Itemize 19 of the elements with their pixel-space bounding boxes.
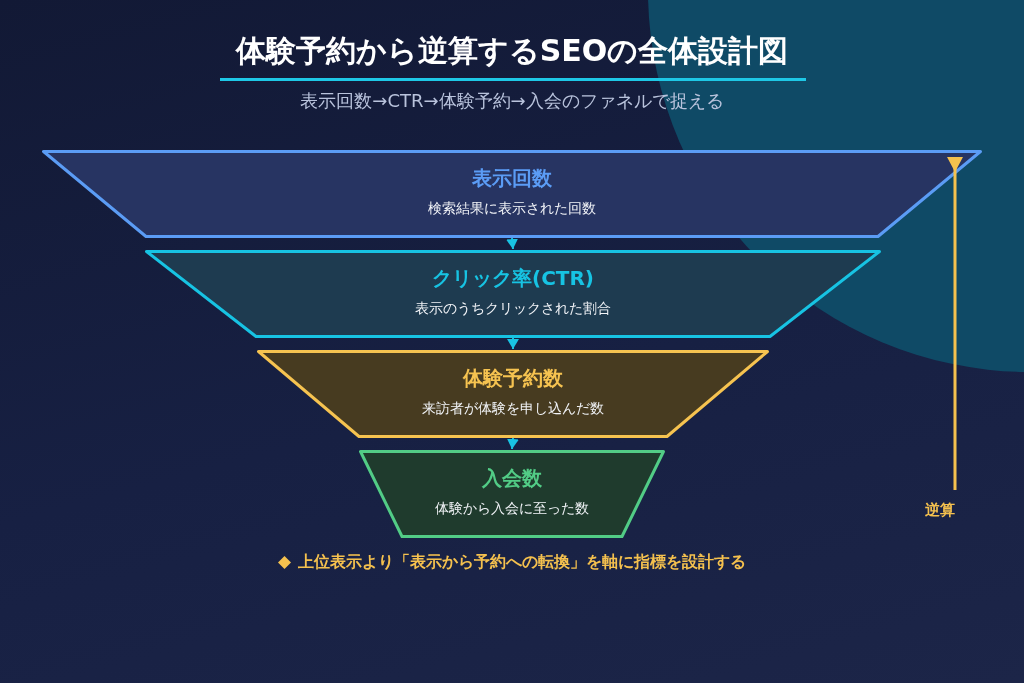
title: 体験予約から逆算するSEOの全体設計図: [235, 33, 789, 69]
funnel-stage: [359, 450, 665, 538]
flow-arrow: [507, 337, 519, 350]
stage-title: 表示回数: [472, 165, 552, 191]
stage-title: 入会数: [482, 465, 542, 491]
flow-arrow: [506, 437, 519, 450]
subtitle: 表示回数→CTR→体験予約→入会のファネルで捉える: [300, 90, 724, 112]
stage-description: 検索結果に表示された回数: [428, 199, 596, 218]
stage-title: クリック率(CTR): [432, 265, 594, 291]
stage-description: 表示のうちクリックされた割合: [415, 299, 611, 318]
stage-description: 来訪者が体験を申し込んだ数: [422, 399, 604, 418]
stage-description: 体験から入会に至った数: [435, 499, 589, 518]
direction-label: 逆算: [925, 500, 955, 521]
funnel-stage: [145, 250, 881, 338]
flow-arrow: [506, 237, 519, 250]
funnel-stage: [42, 150, 982, 238]
note-text: 上位表示より「表示から予約への転換」を軸に指標を設計する: [298, 552, 746, 573]
funnel-stage: [257, 350, 769, 438]
stage-title: 体験予約数: [463, 365, 563, 391]
